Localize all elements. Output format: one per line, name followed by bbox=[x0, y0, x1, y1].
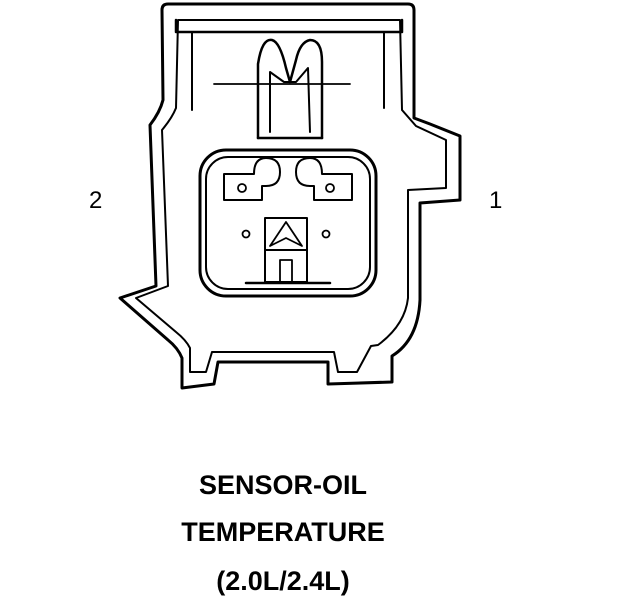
terminal-cavity-outer bbox=[198, 148, 378, 298]
terminal-right-dot bbox=[325, 183, 335, 193]
terminal-left-dot bbox=[237, 183, 247, 193]
pin-label-1: 1 bbox=[489, 187, 503, 214]
alignment-dot-right bbox=[321, 229, 331, 239]
caption-line-3: (2.0L/2.4L) bbox=[216, 566, 350, 596]
key-arrow bbox=[269, 221, 303, 247]
alignment-dot-left bbox=[241, 229, 251, 239]
key-slot bbox=[279, 259, 293, 283]
latch-inner bbox=[269, 67, 311, 133]
lock-latch bbox=[256, 38, 324, 140]
connector-housing-inner bbox=[135, 19, 447, 373]
caption-line-2: TEMPERATURE bbox=[181, 517, 385, 547]
pin-label-2: 2 bbox=[89, 187, 103, 214]
terminal-cavity-inner bbox=[205, 156, 371, 290]
terminal-left bbox=[223, 157, 281, 201]
key-stem bbox=[264, 249, 308, 283]
top-ledge bbox=[174, 18, 404, 34]
key-box bbox=[264, 217, 308, 251]
terminal-right bbox=[295, 157, 353, 201]
connector-housing-outer bbox=[118, 2, 462, 390]
caption-line-1: SENSOR-OIL bbox=[198, 470, 367, 500]
